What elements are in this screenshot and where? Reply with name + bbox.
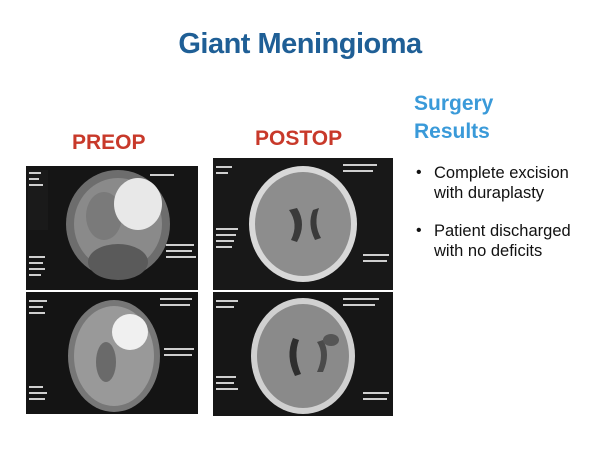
preop-axial-mri-image xyxy=(26,292,198,414)
postop-label: POSTOP xyxy=(255,127,343,150)
slide-title: Giant Meningioma xyxy=(178,28,422,60)
preop-coronal-mri-image xyxy=(26,166,198,290)
postop-axial-ct-image-1 xyxy=(213,158,393,290)
postop-axial-ct-image-2 xyxy=(213,292,393,416)
surgery-results-heading: Surgery Results xyxy=(414,90,493,146)
preop-label: PREOP xyxy=(72,131,146,154)
surgery-results-heading-line2: Results xyxy=(414,120,490,143)
bullet-item: • Complete excision with duraplasty xyxy=(414,163,584,203)
bullet-dot-icon: • xyxy=(416,164,422,181)
results-bullet-list: • Complete excision with duraplasty • Pa… xyxy=(414,163,584,279)
surgery-results-heading-line1: Surgery xyxy=(414,92,494,115)
bullet-item: • Patient discharged with no deficits xyxy=(414,221,584,261)
bullet-dot-icon: • xyxy=(416,222,422,239)
bullet-text: Complete excision with duraplasty xyxy=(434,164,569,202)
bullet-text: Patient discharged with no deficits xyxy=(434,222,571,260)
